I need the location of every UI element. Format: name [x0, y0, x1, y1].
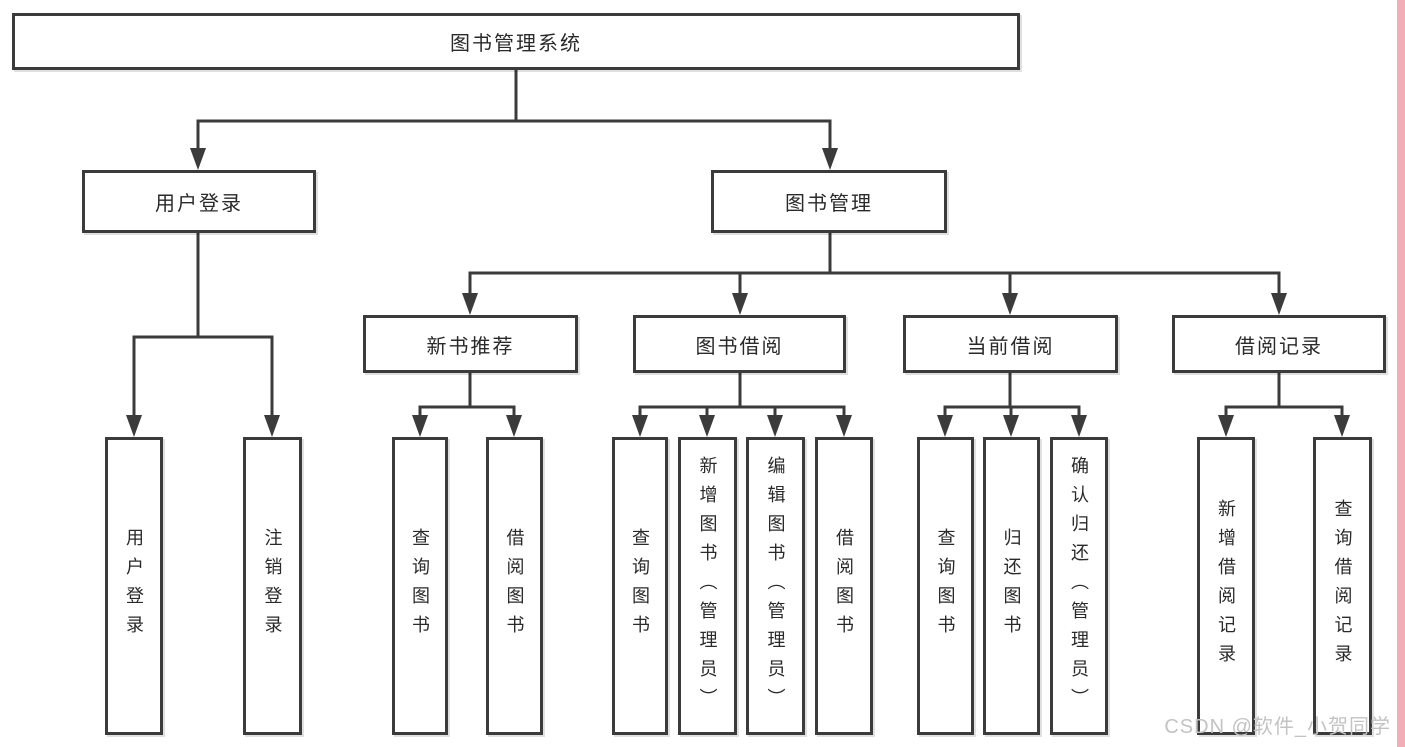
- leaf-user-login-label: 用户登录: [124, 528, 144, 644]
- leaf-add-borrow-record: 新增借阅记录: [1197, 437, 1255, 735]
- node-current-borrowing: 当前借阅: [903, 315, 1118, 373]
- leaf-borrowing-borrow-books: 借阅图书: [815, 437, 873, 735]
- leaf-query-borrow-record: 查询借阅记录: [1313, 437, 1372, 735]
- node-user-login-label: 用户登录: [155, 193, 243, 215]
- leaf-query-borrow-record-label: 查询借阅记录: [1332, 499, 1353, 673]
- leaf-confirm-return-admin-label: 确认归还（管理员）: [1069, 455, 1089, 717]
- leaf-borrowing-borrow-books-label: 借阅图书: [834, 528, 854, 644]
- connector-wires: [132, 70, 1344, 415]
- node-new-book-recommend-label: 新书推荐: [426, 335, 515, 358]
- node-borrowing-records-label: 借阅记录: [1235, 335, 1323, 358]
- node-borrowing-records: 借阅记录: [1172, 315, 1386, 373]
- csdn-watermark: CSDN @软件_小贺同学: [1164, 716, 1391, 738]
- node-book-borrowing: 图书借阅: [633, 315, 846, 373]
- node-library-system: 图书管理系统: [12, 13, 1020, 70]
- leaf-borrowing-query-books: 查询图书: [612, 437, 668, 735]
- leaf-user-login: 用户登录: [105, 437, 163, 735]
- leaf-recommend-borrow-books: 借阅图书: [486, 437, 543, 735]
- node-current-borrowing-label: 当前借阅: [966, 335, 1055, 358]
- leaf-confirm-return-admin: 确认归还（管理员）: [1050, 437, 1108, 735]
- leaf-borrowing-query-books-label: 查询图书: [630, 528, 650, 644]
- leaf-return-books-label: 归还图书: [1001, 528, 1022, 644]
- node-book-borrowing-label: 图书借阅: [695, 335, 784, 358]
- leaf-recommend-query-books: 查询图书: [392, 437, 448, 735]
- node-library-system-label: 图书管理系统: [450, 33, 582, 55]
- leaf-add-borrow-record-label: 新增借阅记录: [1216, 499, 1236, 673]
- leaf-current-query-books: 查询图书: [917, 437, 974, 735]
- leaf-return-books: 归还图书: [983, 437, 1040, 735]
- node-user-login: 用户登录: [82, 170, 316, 233]
- node-book-management-label: 图书管理: [785, 193, 873, 215]
- leaf-edit-books-admin: 编辑图书（管理员）: [746, 437, 805, 735]
- node-new-book-recommend: 新书推荐: [363, 315, 578, 373]
- leaf-recommend-borrow-books-label: 借阅图书: [504, 528, 525, 644]
- arrow-heads: [126, 148, 1350, 437]
- leaf-logout-label: 注销登录: [262, 528, 283, 644]
- right-edge-strip: [1397, 0, 1405, 747]
- leaf-add-books-admin-label: 新增图书（管理员）: [697, 455, 718, 717]
- node-book-management: 图书管理: [711, 170, 947, 233]
- leaf-add-books-admin: 新增图书（管理员）: [678, 437, 737, 735]
- leaf-recommend-query-books-label: 查询图书: [410, 528, 430, 644]
- leaf-logout: 注销登录: [243, 437, 302, 735]
- leaf-edit-books-admin-label: 编辑图书（管理员）: [765, 455, 786, 717]
- leaf-current-query-books-label: 查询图书: [935, 528, 956, 644]
